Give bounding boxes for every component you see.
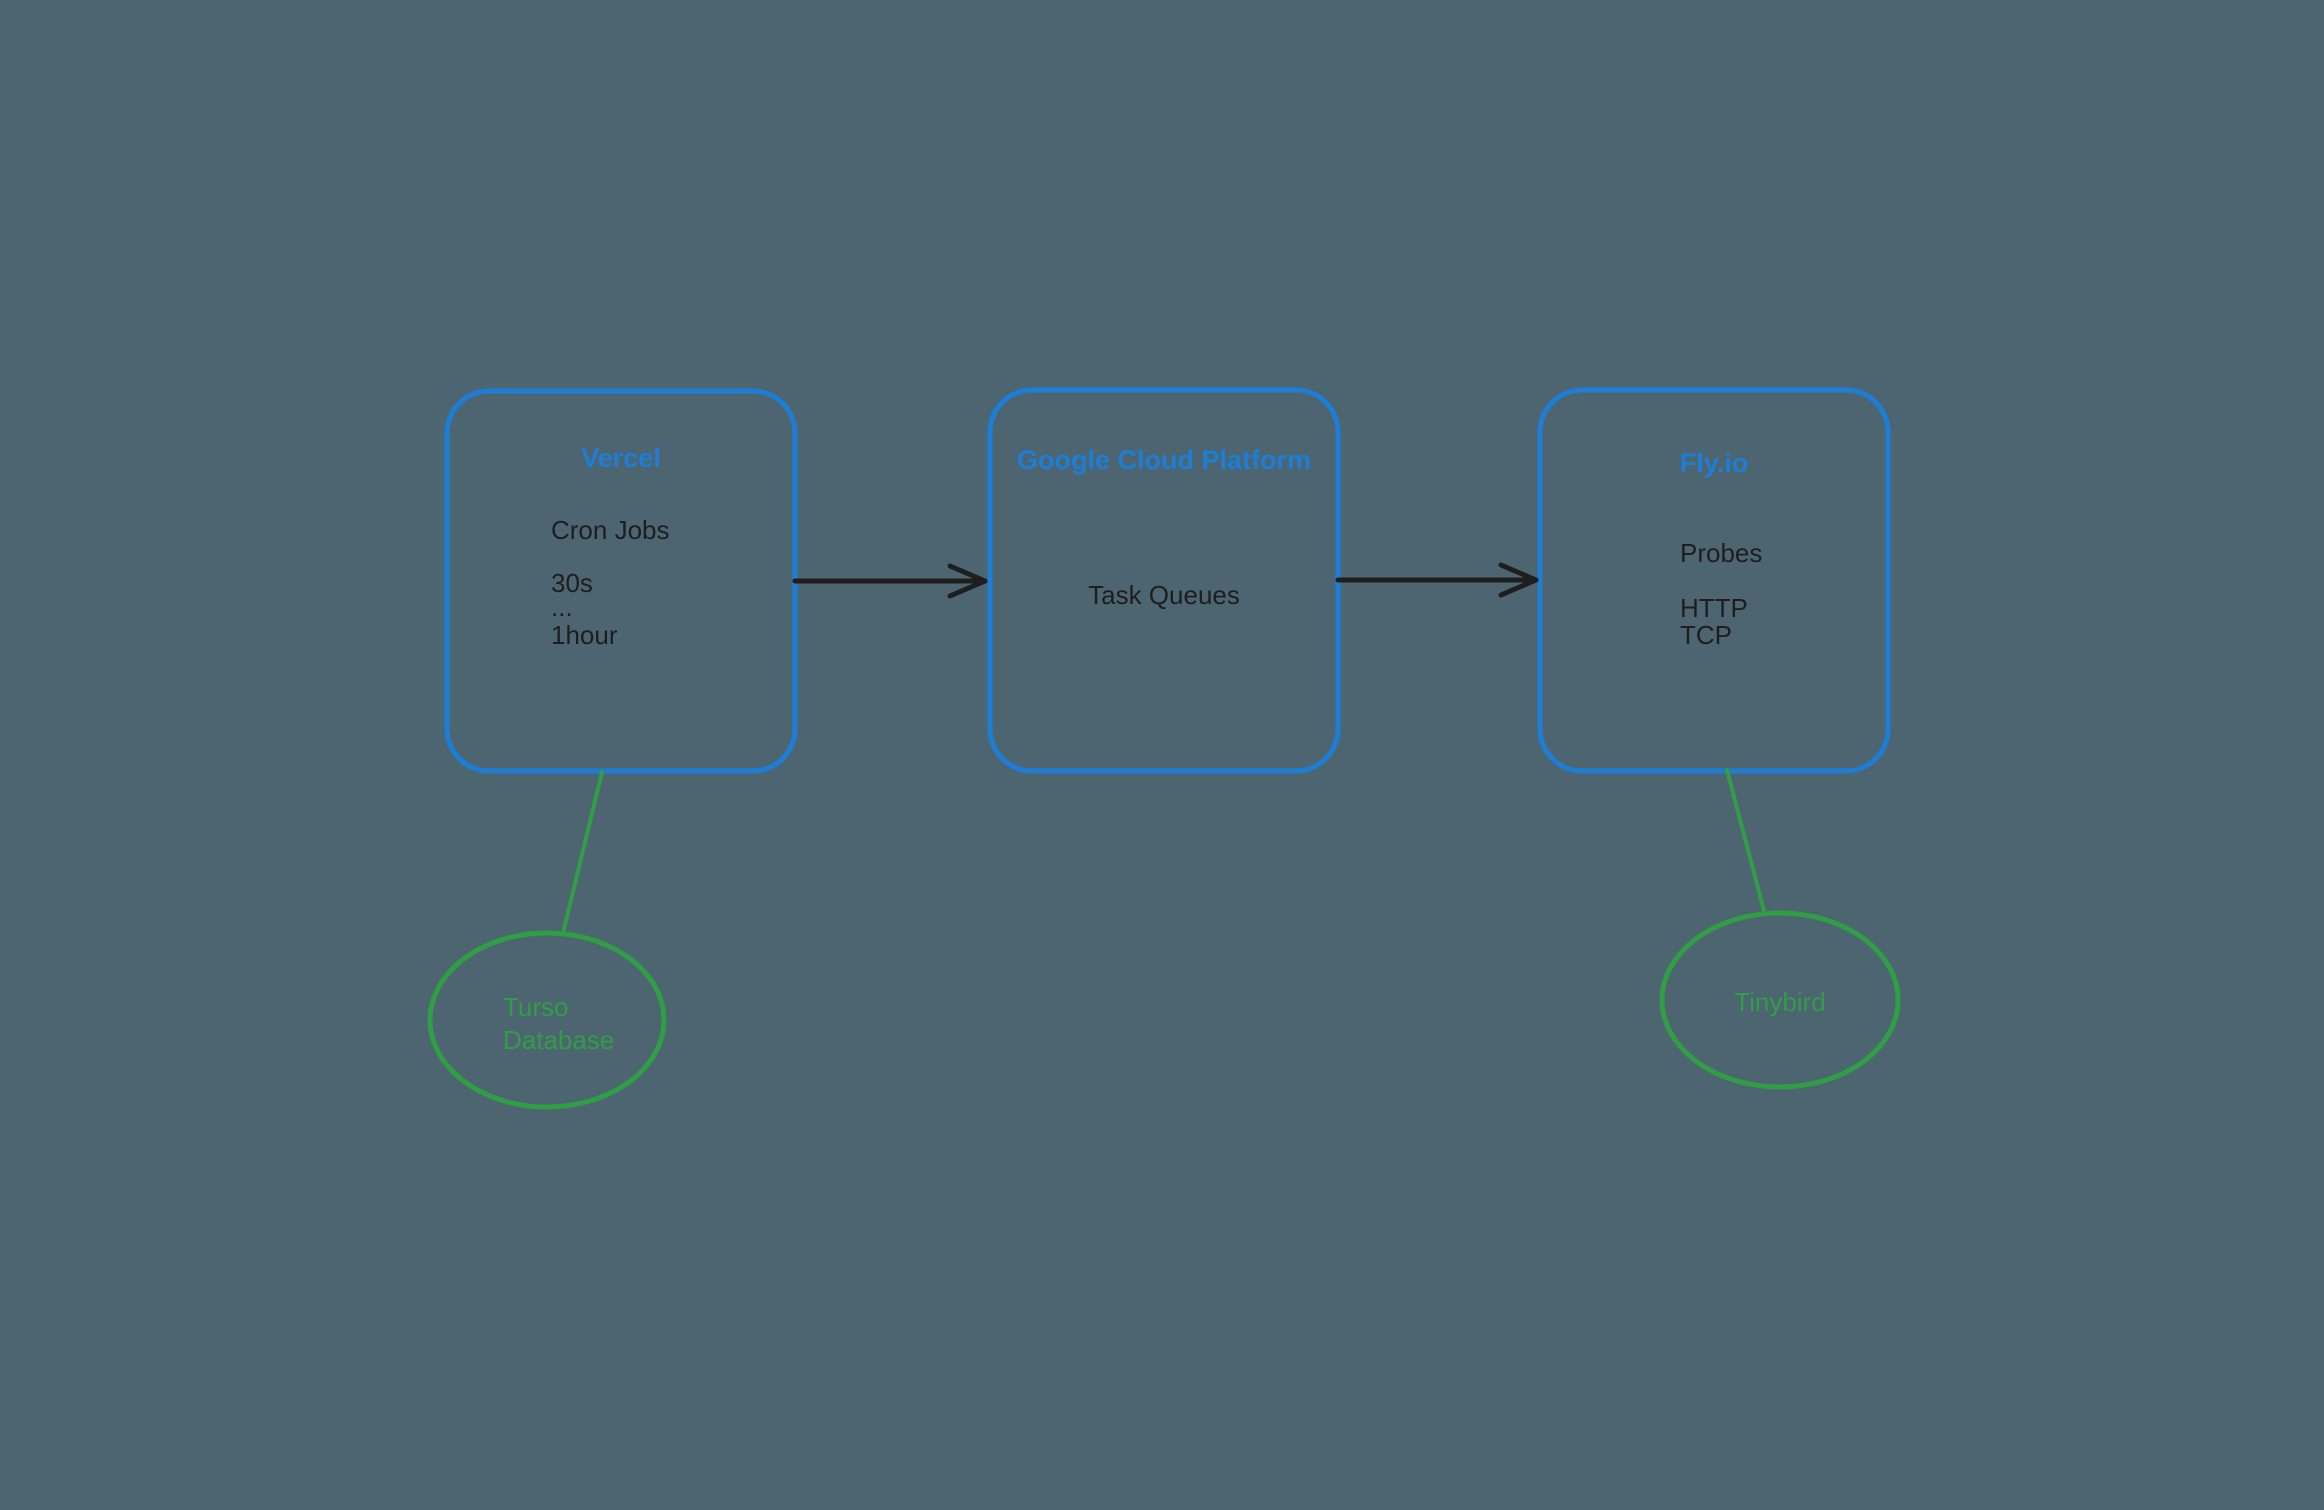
fly-line-http: HTTP xyxy=(1680,593,1748,623)
vercel-line-1hour: 1hour xyxy=(551,620,618,650)
node-fly: Fly.io Probes HTTP TCP xyxy=(1537,387,1891,774)
turso-line-1: Turso xyxy=(503,992,569,1022)
arrow-gcp-to-fly xyxy=(1335,562,1539,598)
tinybird-ellipse xyxy=(1659,910,1901,1090)
arrowhead-icon xyxy=(947,563,988,599)
node-vercel: Vercel Cron Jobs 30s ... 1hour xyxy=(444,388,798,774)
turso-line-2: Database xyxy=(503,1025,614,1055)
connector-vercel-to-turso xyxy=(561,770,604,935)
arrowhead-icon xyxy=(1498,562,1539,598)
vercel-line-30s: 30s xyxy=(551,568,593,598)
arrow-vercel-to-gcp xyxy=(792,563,988,599)
gcp-title: Google Cloud Platform xyxy=(1017,445,1311,475)
node-tinybird: Tinybird xyxy=(1659,910,1901,1090)
tinybird-label: Tinybird xyxy=(1734,987,1826,1017)
connector-fly-to-tinybird xyxy=(1725,768,1766,913)
fly-line-probes: Probes xyxy=(1680,538,1762,568)
turso-ellipse xyxy=(427,930,667,1110)
node-turso: Turso Database xyxy=(427,930,667,1110)
fly-line-tcp: TCP xyxy=(1680,620,1732,650)
vercel-title: Vercel xyxy=(581,443,661,473)
fly-box xyxy=(1537,387,1891,774)
gcp-label-task-queues: Task Queues xyxy=(1088,580,1240,610)
vercel-line-cron-jobs: Cron Jobs xyxy=(551,515,670,545)
vercel-line-ellipsis: ... xyxy=(551,592,573,622)
node-gcp: Google Cloud Platform Task Queues xyxy=(987,387,1341,774)
fly-title: Fly.io xyxy=(1680,448,1749,478)
